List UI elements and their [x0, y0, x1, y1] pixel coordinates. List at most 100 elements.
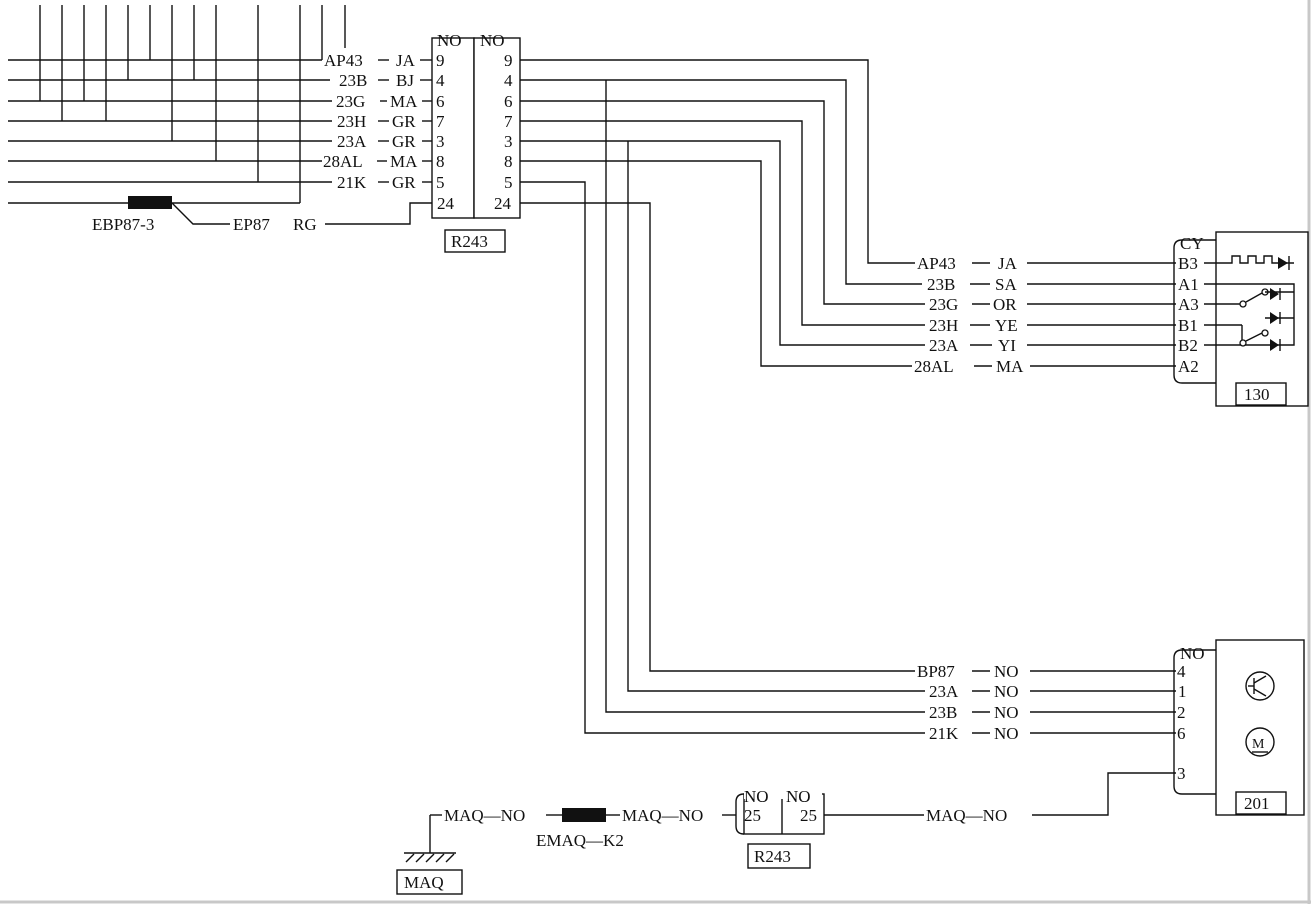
- pin-label: A2: [1178, 357, 1199, 376]
- pin-label: 4: [1177, 662, 1186, 681]
- pin-label: 6: [1177, 724, 1186, 743]
- left-bus: [8, 5, 346, 204]
- pin-label: 9: [436, 51, 445, 70]
- pin-label: 4: [436, 71, 445, 90]
- wire-label: MAQ—NO: [622, 806, 703, 825]
- pin-label: 5: [504, 173, 513, 192]
- pin-label: 9: [504, 51, 513, 70]
- connector-top-left: NO: [744, 787, 769, 806]
- wire-code: 21K: [929, 724, 959, 743]
- wire-code: 23H: [337, 112, 366, 131]
- wire-code: 28AL: [914, 357, 954, 376]
- connector-header: CY: [1180, 234, 1204, 253]
- wire-color: NO: [994, 703, 1019, 722]
- wire-code: BP87: [917, 662, 955, 681]
- wire-color: GR: [392, 173, 416, 192]
- wire-code: 23B: [927, 275, 955, 294]
- wire-color: OR: [993, 295, 1017, 314]
- connector-header: NO: [1180, 644, 1205, 663]
- pin-label: 5: [436, 173, 445, 192]
- wire-label: MAQ—NO: [926, 806, 1007, 825]
- pulse-sensor-icon: [1204, 255, 1294, 270]
- wire-label: MAQ—NO: [444, 806, 525, 825]
- wire-code: 21K: [337, 173, 367, 192]
- pin-label: B1: [1178, 316, 1198, 335]
- transistor-icon: [1245, 671, 1275, 701]
- wire-code: 23A: [337, 132, 367, 151]
- wire-color: RG: [293, 215, 317, 234]
- pin-label: 3: [1177, 764, 1186, 783]
- wire-color: JA: [396, 51, 416, 70]
- pin-label: 8: [436, 152, 445, 171]
- wire-code: AP43: [324, 51, 363, 70]
- maq-circuit: MAQ MAQ—NO EMAQ—K2 MAQ—NO NO NO NO NO 25…: [396, 772, 1176, 895]
- wire-color: SA: [995, 275, 1017, 294]
- left-wire-labels: AP43 JA 23B BJ 23G MA 23H GR 23A GR 28AL…: [323, 51, 432, 192]
- wire-code: 23G: [336, 92, 365, 111]
- switch-diode-icon: [1204, 283, 1295, 351]
- splice-label: EMAQ—K2: [536, 831, 624, 850]
- wire-code: AP43: [917, 254, 956, 273]
- wire-code: 23B: [339, 71, 367, 90]
- pin-label: 24: [494, 194, 512, 213]
- wire-color: MA: [996, 357, 1024, 376]
- splice-label: EBP87-3: [92, 215, 154, 234]
- pin-label: 7: [436, 112, 445, 131]
- pin-label: 25: [744, 806, 761, 825]
- wire-color: MA: [390, 152, 418, 171]
- pin-label: A1: [1178, 275, 1199, 294]
- pin-label: 4: [504, 71, 513, 90]
- wire-color: NO: [994, 662, 1019, 681]
- wire-code: 23H: [929, 316, 958, 335]
- pin-label: 6: [436, 92, 445, 111]
- motor-icon: M: [1245, 727, 1275, 757]
- wire-color: GR: [392, 112, 416, 131]
- wire-color: JA: [998, 254, 1018, 273]
- component-201: NO 4 1 2 6 3 M 201: [1173, 639, 1305, 816]
- wire-code: 23B: [929, 703, 957, 722]
- connector-top-left: NO: [437, 31, 462, 50]
- component-label: 201: [1244, 794, 1270, 813]
- labels-201: BP87 NO 23A NO 23B NO 21K NO: [917, 662, 1176, 743]
- wire-code: 23A: [929, 682, 959, 701]
- component-label: 130: [1244, 385, 1270, 404]
- pin-label: 7: [504, 112, 513, 131]
- wire-color: GR: [392, 132, 416, 151]
- labels-130: AP43 JA 23B SA 23G OR 23H YE 23A YI 28AL…: [914, 254, 1176, 376]
- wire-code: 28AL: [323, 152, 363, 171]
- pin-label: B2: [1178, 336, 1198, 355]
- wire-code: 23A: [929, 336, 959, 355]
- ground-label: MAQ: [404, 873, 444, 892]
- pin-label: B3: [1178, 254, 1198, 273]
- wire-color: NO: [994, 682, 1019, 701]
- pin-label: 3: [504, 132, 513, 151]
- pin-label: 3: [436, 132, 445, 151]
- pin-label: 8: [504, 152, 513, 171]
- splice-ebp87-3: [128, 196, 172, 209]
- wire-color: YE: [995, 316, 1018, 335]
- component-130: CY B3 A1 A3 B1 B2 A2: [1173, 231, 1309, 407]
- connector-r243: NO NO 9 4 6 7 3 8 5 24 9 4 6 7 3 8 5 24 …: [431, 31, 521, 253]
- pin-label: A3: [1178, 295, 1199, 314]
- pin-label: 24: [437, 194, 455, 213]
- pin-label: 1: [1178, 682, 1187, 701]
- routing-wires: [520, 59, 925, 734]
- svg-text:M: M: [1252, 737, 1265, 752]
- pin-label: 2: [1177, 703, 1186, 722]
- pin-label: 6: [504, 92, 513, 111]
- wire-color: BJ: [396, 71, 414, 90]
- connector-top-right: NO: [480, 31, 505, 50]
- wire-code: EP87: [233, 215, 270, 234]
- pin-label: 25: [800, 806, 817, 825]
- connector-label: R243: [451, 232, 488, 251]
- wire-color: MA: [390, 92, 418, 111]
- ep87-wire: EBP87-3 EP87 RG: [92, 196, 432, 234]
- ground-hatch-icon: [405, 853, 455, 863]
- connector-top-right: NO: [786, 787, 811, 806]
- wire-color: NO: [994, 724, 1019, 743]
- connector-label: R243: [754, 847, 791, 866]
- splice-emaq-k2: [562, 808, 606, 822]
- wire-color: YI: [998, 336, 1016, 355]
- wire-code: 23G: [929, 295, 958, 314]
